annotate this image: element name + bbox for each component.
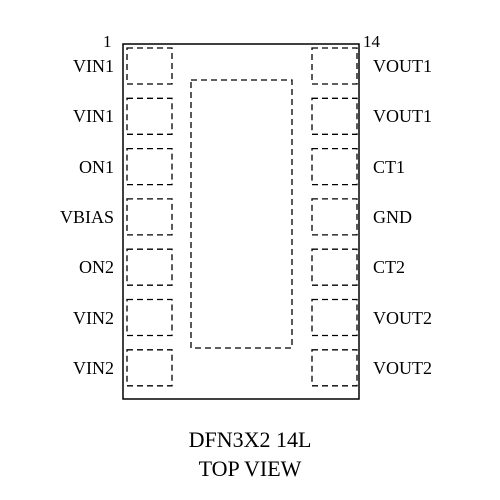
right-pad-4 xyxy=(311,198,358,236)
pin-label-2: VIN1 xyxy=(73,106,114,127)
right-pad-5 xyxy=(311,248,358,286)
left-pad-group xyxy=(126,47,173,387)
exposed-thermal-pad xyxy=(190,79,293,349)
pin-label-4: VBIAS xyxy=(59,206,114,227)
pin-label-7: VIN2 xyxy=(73,357,114,378)
pin-label-11: GND xyxy=(373,206,412,227)
pin-label-13: VOUT1 xyxy=(373,106,432,127)
pin-label-10: CT2 xyxy=(373,257,406,278)
pin-label-14: VOUT1 xyxy=(373,56,432,76)
left-pad-4 xyxy=(126,198,173,236)
pin-label-9: VOUT2 xyxy=(373,307,432,328)
package-name: DFN3X2 14L xyxy=(188,427,312,452)
pin-label-6: VIN2 xyxy=(73,307,114,328)
pin-label-5: ON2 xyxy=(79,257,114,278)
left-pad-5 xyxy=(126,248,173,286)
left-pad-6 xyxy=(126,298,173,337)
right-pad-group xyxy=(311,47,358,387)
left-pad-7 xyxy=(126,349,173,387)
left-pad-1 xyxy=(126,47,173,85)
right-pad-3 xyxy=(311,147,358,186)
right-pad-2 xyxy=(311,97,358,135)
left-pad-3 xyxy=(126,147,173,186)
pin-label-12: CT1 xyxy=(373,156,406,177)
view-label: TOP VIEW xyxy=(198,456,302,481)
pin-label-8: VOUT2 xyxy=(373,357,432,378)
right-pad-7 xyxy=(311,349,358,387)
pin-1-marker: 1 xyxy=(103,32,112,51)
pin-14-marker: 14 xyxy=(363,32,380,51)
right-pad-1 xyxy=(311,47,358,85)
pin-label-3: ON1 xyxy=(79,156,114,177)
right-pad-6 xyxy=(311,298,358,337)
package-body xyxy=(122,43,360,400)
pin-label-1: VIN1 xyxy=(73,56,114,76)
left-pad-2 xyxy=(126,97,173,135)
